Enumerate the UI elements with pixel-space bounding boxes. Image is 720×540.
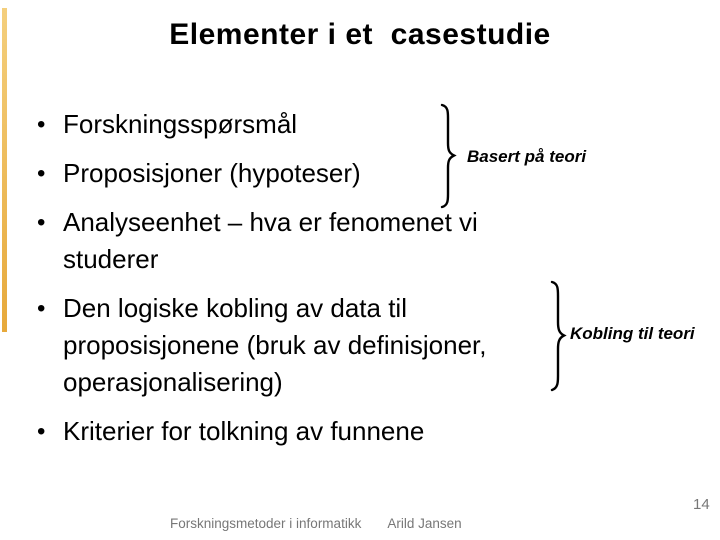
- footer-author: Arild Jansen: [387, 516, 462, 531]
- curly-brace-icon: [438, 103, 458, 209]
- curly-brace-icon: [548, 280, 568, 392]
- bullet-text: studerer: [63, 244, 159, 274]
- bullet-icon: •: [37, 160, 46, 187]
- bullet-text: Proposisjoner (hypoteser): [63, 158, 361, 188]
- list-item: • Proposisjoner (hypoteser): [36, 155, 596, 192]
- bullet-text: Kriterier for tolkning av funnene: [63, 416, 425, 446]
- bullet-icon: •: [37, 418, 46, 445]
- list-item: • Analyseenhet – hva er fenomenet vi stu…: [36, 204, 596, 278]
- bullet-text: Analyseenhet – hva er fenomenet vi: [63, 207, 478, 237]
- annotation-label: Kobling til teori: [570, 324, 695, 343]
- bullet-text: proposisjonene (bruk av definisjoner,: [63, 330, 487, 360]
- footer: Forskningsmetoder i informatikk Arild Ja…: [170, 516, 462, 531]
- bullet-text: operasjonalisering): [63, 367, 283, 397]
- accent-bar: [2, 8, 7, 332]
- bullet-text: Forskningsspørsmål: [63, 109, 298, 139]
- bullet-text: Den logiske kobling av data til: [63, 293, 407, 323]
- bullet-icon: •: [37, 111, 46, 138]
- list-item: • Kriterier for tolkning av funnene: [36, 413, 596, 450]
- bullet-icon: •: [37, 295, 46, 322]
- footer-course-name: Forskningsmetoder i informatikk: [170, 516, 362, 531]
- page-number: 14: [693, 496, 710, 513]
- list-item: • Den logiske kobling av data til propos…: [36, 290, 596, 401]
- page-title: Elementer i et casestudie: [169, 18, 551, 51]
- annotation-label: Basert på teori: [467, 147, 587, 166]
- list-item: • Forskningsspørsmål: [36, 106, 596, 143]
- bullet-list: • Forskningsspørsmål • Proposisjoner (hy…: [36, 106, 596, 462]
- bullet-icon: •: [37, 209, 46, 236]
